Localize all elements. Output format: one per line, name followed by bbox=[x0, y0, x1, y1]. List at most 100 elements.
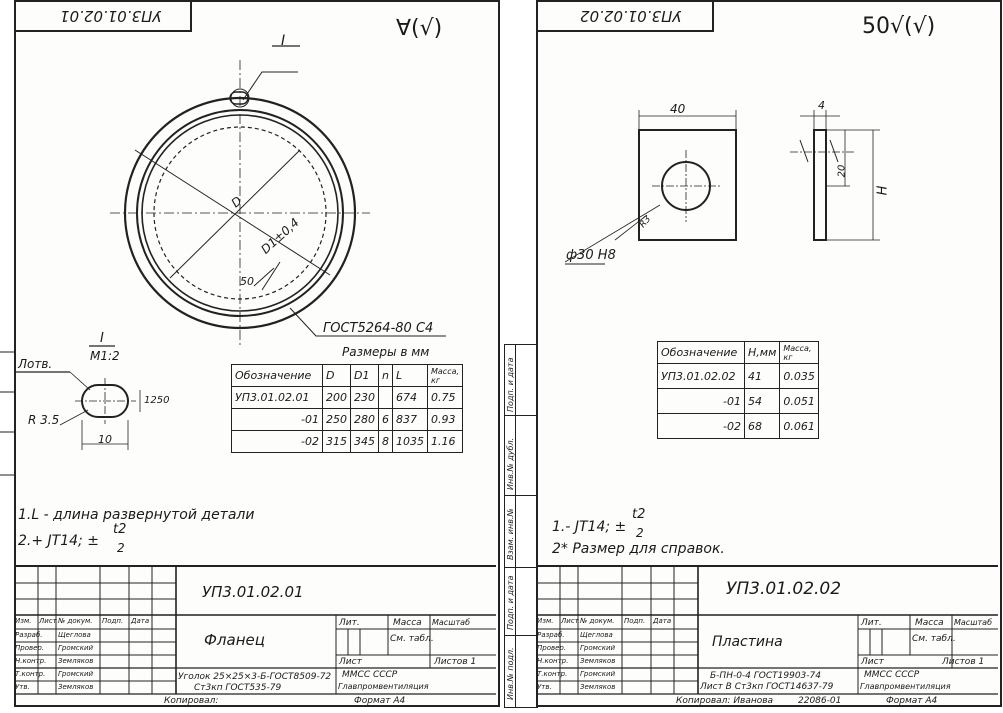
th-mass: Масса, кг bbox=[779, 341, 819, 364]
stamp-role-date: Дата bbox=[131, 617, 150, 625]
left-stamp-material-2: Ст3кп ГОСТ535-79 bbox=[194, 683, 282, 693]
right-stamp-name: Пластина bbox=[712, 634, 783, 650]
stamp-person-name: Громский bbox=[580, 670, 616, 678]
scale-label: M1:2 bbox=[90, 349, 120, 363]
stamp-person-name: Земляков bbox=[580, 683, 616, 691]
left-roughness-mark: ∀(√) bbox=[396, 16, 443, 41]
left-note-2: 2.+ JT14; ± bbox=[18, 533, 99, 549]
plate-20-dim: 20 bbox=[836, 164, 848, 178]
left-stamp-code: УП3.01.02.01 bbox=[202, 583, 304, 601]
left-table-caption: Размеры в мм bbox=[342, 345, 430, 359]
right-note-frac-top: t2 bbox=[632, 507, 646, 522]
left-stamp-org-sub: Главпромвентиляция bbox=[338, 682, 429, 691]
left-corner-code-box: УП3.01.02.01 bbox=[14, 0, 192, 32]
right-stamp-material-2: Лист В Ст3кп ГОСТ14637-79 bbox=[700, 682, 834, 692]
cell: -01 bbox=[657, 388, 745, 414]
stamp-person-role: Разраб. bbox=[15, 631, 43, 639]
stamp-role-sign: Подп. bbox=[102, 617, 124, 625]
flange-drawing bbox=[0, 45, 446, 476]
stamp-person-name: Земляков bbox=[58, 683, 94, 691]
right-stamp-copied: Копировал: Иванова bbox=[676, 696, 774, 706]
cell: 0.035 bbox=[779, 363, 819, 389]
right-stamp-lit: Лит. bbox=[861, 618, 882, 628]
stamp-person-role: Н.контр. bbox=[15, 657, 47, 665]
plate-thickness-dim: 4 bbox=[818, 99, 825, 112]
scale-title: I bbox=[100, 331, 104, 346]
cell: 345 bbox=[350, 430, 379, 453]
right-stamp-org: ММСС СССР bbox=[864, 670, 920, 680]
left-stamp-sheet: Лист bbox=[339, 657, 362, 667]
left-note-frac-top: t2 bbox=[113, 522, 127, 537]
th-designation: Обозначение bbox=[657, 341, 745, 364]
left-stamp-lit: Лит. bbox=[339, 618, 360, 628]
th-mass: Масса, кг bbox=[426, 364, 464, 387]
cell: -02 bbox=[231, 430, 323, 453]
left-stamp-format: Формат А4 bbox=[354, 696, 406, 706]
right-stamp-format: Формат А4 bbox=[886, 696, 938, 706]
height-dim-label: 1250 bbox=[144, 395, 170, 406]
stamp-person-name: Громский bbox=[58, 670, 94, 678]
right-stamp-code: УП3.01.02.02 bbox=[726, 579, 842, 599]
left-title-block-grid bbox=[14, 567, 496, 695]
hole-label: Лотв. bbox=[18, 357, 53, 371]
right-title-block-grid bbox=[536, 567, 998, 695]
stamp-role-doc: № докум. bbox=[58, 617, 93, 625]
stamp-person-role: Утв. bbox=[15, 683, 30, 691]
cell: 837 bbox=[392, 408, 428, 431]
cell: 1035 bbox=[392, 430, 428, 453]
weld-angle-label: 50 bbox=[240, 275, 254, 288]
plate-width-dim: 40 bbox=[670, 102, 686, 116]
stamp-person-name: Громский bbox=[58, 644, 94, 652]
right-stamp-sheets: Листов 1 bbox=[942, 657, 985, 667]
cell: 0.75 bbox=[426, 386, 464, 409]
plate-h-dim: H bbox=[875, 185, 891, 196]
detail-mark: I bbox=[281, 33, 286, 49]
cell: 200 bbox=[322, 386, 351, 409]
right-side-margin bbox=[504, 344, 538, 708]
right-note-frac-bottom: 2 bbox=[636, 526, 644, 540]
stamp-role-date: Дата bbox=[653, 617, 672, 625]
left-drawing-sheet bbox=[14, 0, 500, 707]
stamp-person-role: Т.контр. bbox=[537, 670, 568, 678]
right-roughness-mark: 50√(√) bbox=[862, 14, 936, 39]
right-stamp-org-sub: Главпромвентиляция bbox=[860, 682, 951, 691]
right-stamp-mass: Масса bbox=[915, 618, 944, 628]
right-title-block: УП3.01.02.02 Пластина Лит. Масса Масштаб… bbox=[536, 565, 998, 707]
left-note-1: 1.L - длина развернутой детали bbox=[18, 507, 255, 523]
cell: 54 bbox=[743, 388, 781, 414]
radius-label: R 3.5 bbox=[28, 413, 60, 427]
cell: 315 bbox=[322, 430, 351, 453]
left-dimensions-table: Обозначение D D1 n L Масса, кг УП3.01.02… bbox=[231, 364, 464, 453]
stamp-person-name: Земляков bbox=[58, 657, 94, 665]
standard-ref-label: ГОСТ5264-80 С4 bbox=[323, 321, 434, 336]
cell: -02 bbox=[657, 413, 745, 439]
stamp-person-name: Щеглова bbox=[58, 631, 91, 639]
left-stamp-scale: Масштаб bbox=[432, 618, 471, 627]
right-mass-table: Обозначение Н,мм Масса, кг УП3.01.02.02 … bbox=[657, 341, 819, 439]
right-stamp-sheet-num: 22086-01 bbox=[798, 696, 842, 706]
stamp-role-izm: Изм. bbox=[537, 617, 554, 625]
stamp-person-name: Щеглова bbox=[580, 631, 613, 639]
stamp-person-role: Т.контр. bbox=[15, 670, 46, 678]
stamp-role-sign: Подп. bbox=[624, 617, 646, 625]
left-note-frac-bottom: 2 bbox=[117, 541, 125, 555]
cell: 230 bbox=[350, 386, 379, 409]
width-dim-label: 10 bbox=[98, 433, 112, 446]
stamp-role-doc: № докум. bbox=[580, 617, 615, 625]
left-stamp-copied: Копировал: bbox=[164, 696, 219, 706]
right-corner-code-box: УП3.01.02.02 bbox=[536, 0, 714, 32]
right-stamp-mass-value: См. табл. bbox=[912, 634, 956, 644]
table-row: УП3.01.02.01 200 230 674 0.75 bbox=[231, 386, 464, 409]
stamp-person-role: Разраб. bbox=[537, 631, 565, 639]
cell: 1.16 bbox=[426, 430, 464, 453]
stamp-person-role: Провер. bbox=[537, 644, 567, 652]
cell: УП3.01.02.02 bbox=[657, 363, 745, 389]
stamp-role-izm: Изм. bbox=[15, 617, 32, 625]
left-stamp-sheets: Листов 1 bbox=[434, 657, 477, 667]
stamp-role-list: Лист bbox=[561, 617, 579, 625]
stamp-person-role: Утв. bbox=[537, 683, 552, 691]
left-stamp-mass-value: См. табл. bbox=[390, 634, 434, 644]
cell: 0.051 bbox=[779, 388, 819, 414]
right-stamp-scale: Масштаб bbox=[954, 618, 993, 627]
